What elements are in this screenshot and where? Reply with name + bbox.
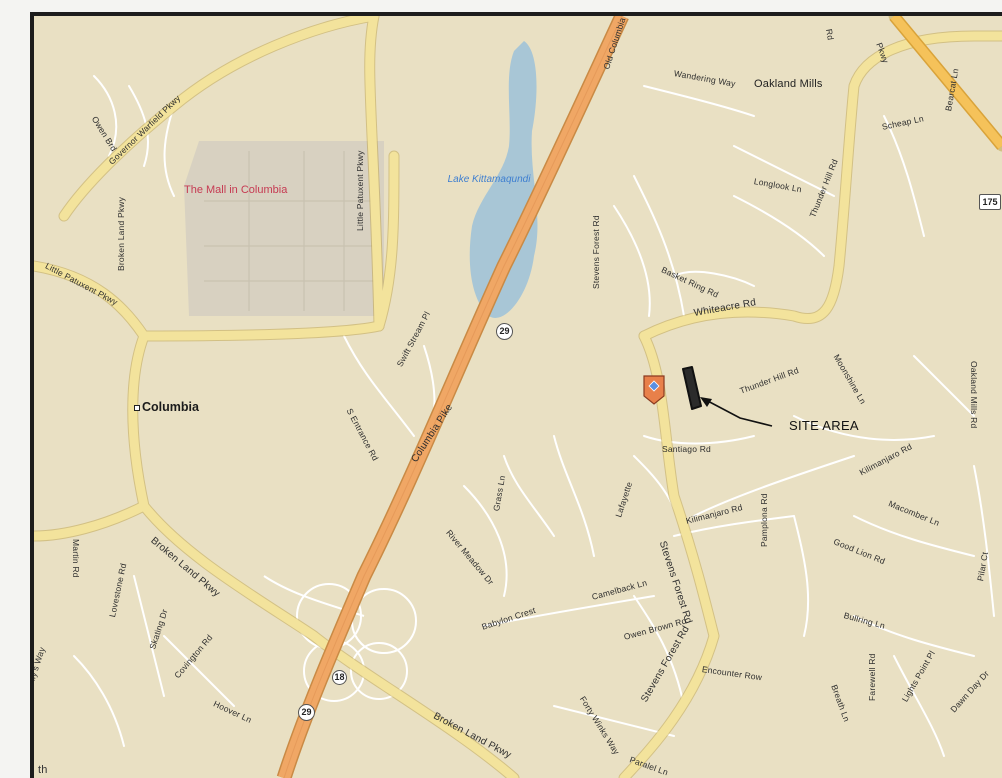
major-roads <box>34 16 1002 778</box>
site-area-label: SITE AREA <box>789 418 859 433</box>
road-label: Stevens Forest Rd <box>591 215 601 289</box>
map-attribution-fragment: th <box>38 764 48 776</box>
route-29-columbia-pike <box>276 16 629 778</box>
route-29-shield: 29 <box>496 323 513 340</box>
road-label: Broken Land Pkwy <box>116 196 126 271</box>
route-175 <box>889 16 1002 150</box>
columbia-label: Columbia <box>134 400 199 414</box>
map-canvas[interactable]: The Mall in Columbia Columbia Lake Kitta… <box>34 16 1002 778</box>
route-18-shield: 18 <box>332 670 347 685</box>
route-29-shield: 29 <box>298 704 315 721</box>
map-frame: The Mall in Columbia Columbia Lake Kitta… <box>30 12 1002 778</box>
mall-area <box>184 141 384 316</box>
lake-label: Lake Kittamaqundi <box>447 174 531 185</box>
mall-parking-lots <box>204 151 379 311</box>
road-label: Pamplona Rd <box>759 493 769 547</box>
road-label: Little Patuxent Pkwy <box>355 150 365 231</box>
road-label: Oakland Mills Rd <box>969 361 979 429</box>
road-label: Santiago Rd <box>662 444 711 454</box>
road-label: Martin Rd <box>71 539 81 578</box>
town-marker-icon <box>134 405 140 411</box>
route-175-shield: 175 <box>979 194 1001 210</box>
columbia-name: Columbia <box>142 400 199 414</box>
road-label: Rd <box>824 28 836 41</box>
road-label: Farewell Rd <box>867 653 877 701</box>
map-roads-layer <box>34 16 1002 778</box>
oakland-mills-label: Oakland Mills <box>754 78 823 90</box>
location-pin-icon[interactable] <box>643 375 665 405</box>
mall-label: The Mall in Columbia <box>184 184 288 196</box>
